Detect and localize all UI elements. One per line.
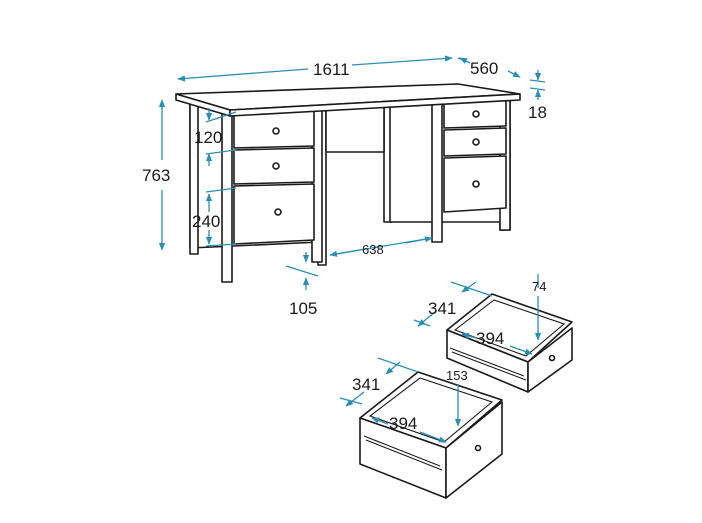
knob-icon — [272, 127, 280, 135]
large-drawer-illustration — [359, 371, 503, 499]
knob-icon — [274, 208, 282, 216]
dim-large-drawer-height: 240 — [192, 212, 220, 231]
dim-small-drawer-height: 120 — [194, 128, 222, 147]
knob-icon — [548, 354, 556, 362]
knob-icon — [472, 110, 480, 118]
dim-large-drawer-height: 153 — [446, 368, 468, 383]
dim-large-drawer-depth: 341 — [352, 375, 380, 394]
dim-small-drawer-width: 394 — [476, 329, 504, 348]
small-drawer-dimensions: 341 394 74 — [413, 274, 546, 355]
dim-leg-offset: 105 — [289, 299, 317, 318]
dim-large-drawer-width: 394 — [389, 414, 417, 433]
knob-icon — [272, 162, 280, 170]
knob-icon — [472, 180, 480, 188]
dim-desk-width: 1611 — [313, 60, 350, 79]
left-bottom-drawer — [233, 183, 315, 245]
small-drawer-illustration — [446, 293, 573, 393]
dim-knee-space: 638 — [362, 242, 384, 257]
dim-top-thickness: 18 — [528, 103, 547, 122]
large-drawer-dimensions: 341 394 153 — [339, 357, 468, 443]
desk-dimensions: 1611 560 18 763 120 240 638 — [142, 55, 547, 318]
knob-icon — [474, 444, 482, 452]
knob-icon — [472, 138, 480, 146]
dim-small-drawer-depth: 341 — [428, 299, 456, 318]
dim-small-drawer-height: 74 — [532, 279, 546, 294]
desk-illustration — [175, 83, 521, 283]
dim-desk-depth: 560 — [470, 59, 498, 78]
dim-desk-height: 763 — [142, 166, 170, 185]
